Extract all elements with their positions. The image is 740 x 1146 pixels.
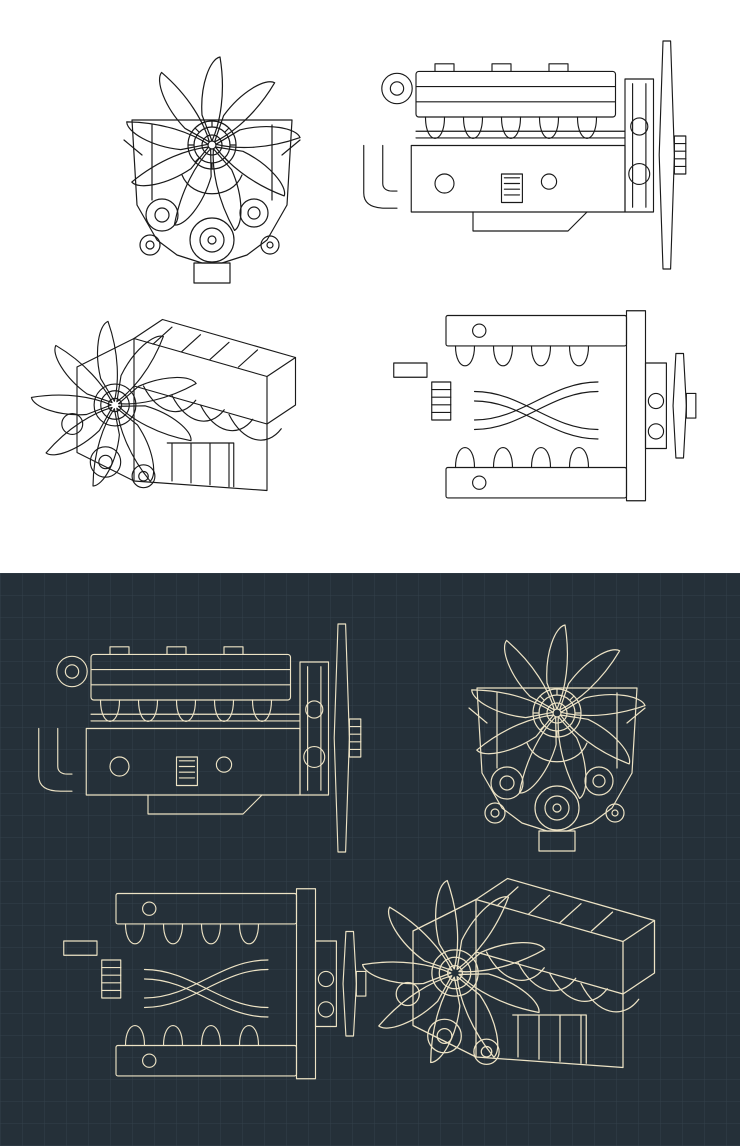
dark-panel-canvas bbox=[0, 573, 740, 1146]
light-front-view-drawing bbox=[124, 57, 301, 283]
light-panel-canvas bbox=[0, 40, 697, 502]
light-drawing-panel bbox=[0, 40, 697, 502]
dark-blueprint-panel bbox=[0, 573, 740, 1146]
light-top-view-drawing bbox=[393, 310, 697, 502]
light-isometric-view-drawing bbox=[31, 320, 295, 491]
light-side-view-drawing bbox=[363, 40, 687, 270]
blueprint-grid bbox=[0, 573, 740, 1146]
